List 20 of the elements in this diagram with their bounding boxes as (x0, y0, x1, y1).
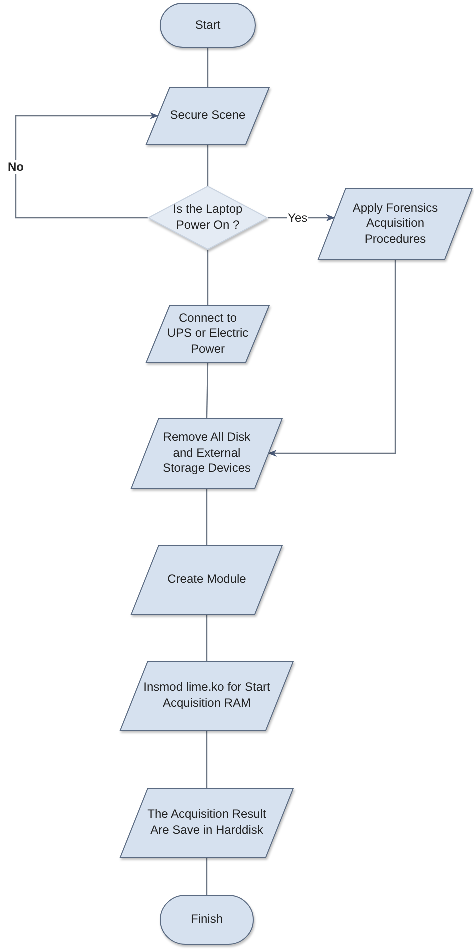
io-parallelogram: Create Module (131, 545, 283, 615)
io-parallelogram: Remove All Disk and External Storage Devices (131, 418, 283, 489)
io-parallelogram: Insmod lime.ko for Start Acquisition RAM (120, 661, 294, 731)
edge-label: No (7, 160, 25, 174)
connector-line (207, 145, 209, 186)
connector-line (206, 489, 208, 545)
edge-label: Yes (287, 211, 309, 225)
io-parallelogram: Apply Forensics Acquisition Procedures (318, 188, 473, 260)
connector-line (206, 362, 209, 418)
arrow (15, 112, 159, 219)
connector-line (207, 48, 209, 87)
connector-line (206, 615, 208, 661)
io-parallelogram: Connect to UPS or Electric Power (146, 305, 270, 363)
io-parallelogram: The Acquisition Result Are Save in Harddisk (120, 788, 294, 858)
connector-line (206, 858, 208, 895)
io-parallelogram: Secure Scene (146, 87, 270, 145)
connector-line (207, 250, 209, 305)
decision-diamond: Is the Laptop Power On ? (148, 186, 268, 250)
connector-line (206, 731, 208, 788)
arrow (268, 260, 396, 458)
